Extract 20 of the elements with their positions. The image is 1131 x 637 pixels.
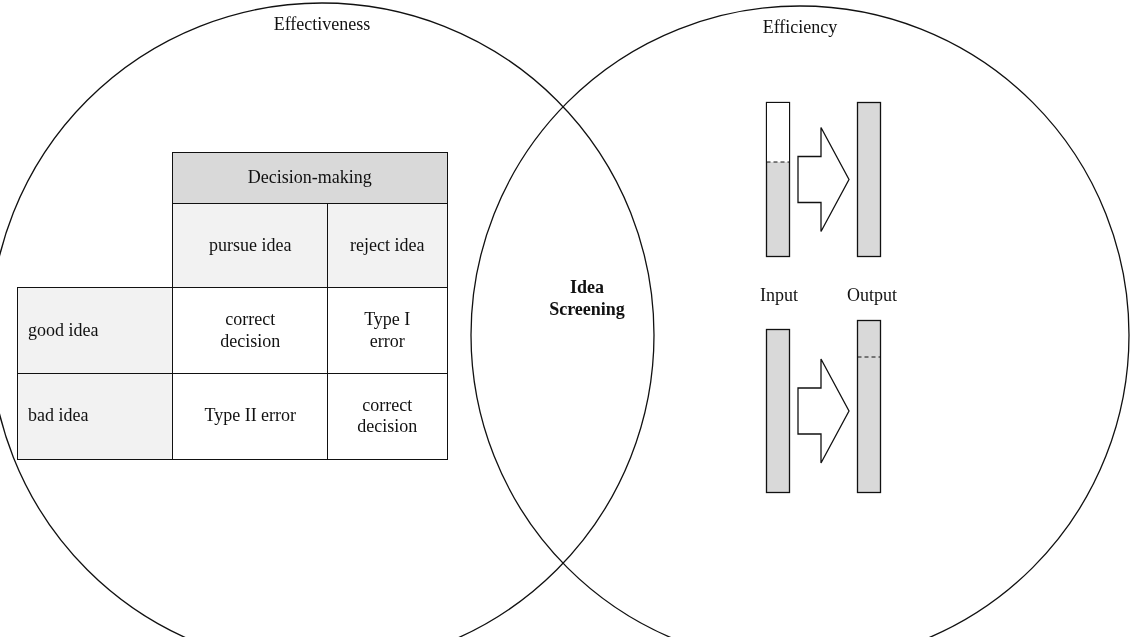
column-header: reject idea <box>327 203 448 289</box>
row-header: bad idea <box>17 373 174 460</box>
bar-caption: Output <box>847 285 897 306</box>
table-cell: correct decision <box>172 287 329 375</box>
table-cell: Type I error <box>327 287 448 375</box>
bar-caption: Input <box>760 285 798 306</box>
bar <box>766 102 790 257</box>
circle-title: Efficiency <box>762 17 838 38</box>
row-header: good idea <box>17 287 174 375</box>
table-header: Decision-making <box>172 152 448 205</box>
overlap-label: Idea Screening <box>548 277 626 321</box>
table-cell: correct decision <box>327 373 448 460</box>
block-arrow <box>797 358 850 464</box>
bar <box>857 102 881 257</box>
column-header: pursue idea <box>172 203 329 289</box>
bar <box>766 329 790 493</box>
table-cell: Type II error <box>172 373 329 460</box>
circle-title: Effectiveness <box>273 14 371 35</box>
block-arrow <box>797 126 850 233</box>
bar <box>857 320 881 493</box>
